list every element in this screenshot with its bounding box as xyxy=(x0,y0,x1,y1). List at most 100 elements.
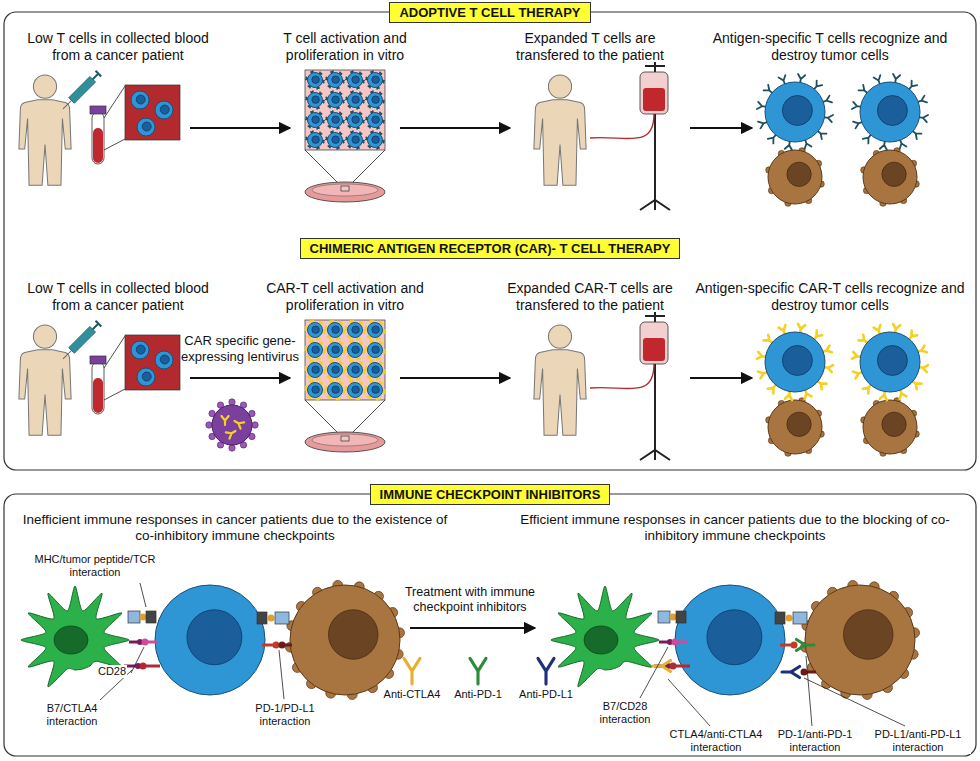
cell-nucleus xyxy=(372,116,380,124)
antibody-shape xyxy=(796,640,814,651)
cell-body xyxy=(131,91,149,109)
cell-body xyxy=(348,343,363,358)
interaction-label: B7/CD28 interaction xyxy=(589,700,661,726)
receptor xyxy=(226,428,237,439)
pdl1-ligand-head xyxy=(279,642,286,649)
cell-nucleus xyxy=(332,76,340,84)
cell-nucleus xyxy=(332,386,340,394)
cell-body xyxy=(768,400,822,454)
cell-nucleus xyxy=(372,386,380,394)
virus-spike xyxy=(206,422,212,428)
step-caption: Antigen-specific T cells recognize and d… xyxy=(690,30,970,64)
tumor-peptide xyxy=(268,615,275,622)
cell-body xyxy=(368,93,383,108)
cell-body xyxy=(368,113,383,128)
cell-body xyxy=(768,150,822,204)
t-cell xyxy=(306,131,324,149)
blood-inset xyxy=(125,335,180,390)
antibody-shape xyxy=(404,658,420,684)
cell-body xyxy=(863,400,917,454)
leader-line xyxy=(305,400,341,436)
plunger xyxy=(93,324,99,330)
interaction-label: PD-1/PD-L1 interaction xyxy=(244,702,326,728)
mhc-molecule xyxy=(658,611,670,623)
t-cell xyxy=(305,361,324,380)
t-cell xyxy=(345,361,364,380)
culture-inset xyxy=(305,320,385,400)
t-cell xyxy=(306,111,324,129)
tumor-cell xyxy=(861,398,920,457)
car-gene xyxy=(226,428,237,439)
leader-line xyxy=(140,583,146,607)
t-cell xyxy=(365,341,384,360)
process-arrow xyxy=(190,377,290,379)
sample-window xyxy=(341,186,349,191)
cell-body xyxy=(348,383,363,398)
interaction-label: CTLA4/anti-CTLA4 interaction xyxy=(663,728,769,754)
cell-nucleus xyxy=(332,136,340,144)
t-cell xyxy=(346,71,364,89)
process-arrow xyxy=(190,127,290,129)
t-cell xyxy=(131,91,149,109)
t-cell xyxy=(366,91,384,109)
drug-label: Anti-CTLA4 xyxy=(383,688,442,701)
antibody-symbol xyxy=(538,658,554,684)
panel-frame xyxy=(4,494,976,756)
leader-line xyxy=(349,400,385,436)
cell-nucleus xyxy=(187,610,242,665)
t-cell xyxy=(326,71,344,89)
cell-body xyxy=(348,323,363,338)
cell-body xyxy=(328,93,343,108)
vector-caption: CAR specific gene-expressing lentivirus xyxy=(176,333,304,364)
t-cell xyxy=(326,111,344,129)
tumor-peptide xyxy=(140,614,147,621)
cell-body xyxy=(551,586,659,687)
pd1-receptor-head xyxy=(791,642,798,649)
head xyxy=(548,325,571,348)
t-cell xyxy=(326,91,344,109)
interaction-label: MHC/tumor peptide/TCR interaction xyxy=(24,553,166,579)
cell-nucleus xyxy=(782,96,812,126)
cell-nucleus xyxy=(312,116,320,124)
iv-cells xyxy=(643,88,665,111)
t-cell xyxy=(137,368,155,386)
t-cell xyxy=(306,91,324,109)
cell-body xyxy=(308,323,323,338)
cell-nucleus xyxy=(332,116,340,124)
iv-bag xyxy=(640,322,668,364)
t-cell xyxy=(675,585,785,695)
cell-nucleus xyxy=(312,96,320,104)
cell-body xyxy=(328,323,343,338)
head xyxy=(33,75,56,98)
cell-nucleus xyxy=(312,366,320,374)
step-caption: T cell activation and proliferation in v… xyxy=(260,30,430,64)
dendritic-cell xyxy=(21,586,129,687)
t-cell xyxy=(305,321,324,340)
cell-nucleus xyxy=(352,366,360,374)
ctla4-receptor-head xyxy=(670,663,677,670)
patient-figure xyxy=(534,75,586,185)
cell-nucleus xyxy=(332,346,340,354)
pd1-receptor-head xyxy=(273,642,280,649)
virus-spike xyxy=(229,399,235,405)
tcr-receptor xyxy=(146,611,156,623)
cell-body xyxy=(328,113,343,128)
cell-body xyxy=(308,93,323,108)
cell-body xyxy=(675,585,785,695)
t-cell xyxy=(757,74,833,150)
mhc-molecule xyxy=(275,612,289,624)
cell-body xyxy=(308,133,323,148)
section-title-box: ADOPTIVE T CELL THERAPY xyxy=(389,2,590,23)
syringe-barrel xyxy=(69,76,96,103)
petri-dish xyxy=(305,182,385,202)
tumor-cell xyxy=(285,580,404,699)
t-cell xyxy=(325,361,344,380)
cell-nucleus xyxy=(329,610,379,660)
cell-nucleus xyxy=(877,96,907,126)
step-caption: Antigen-specific CAR-T cells recognize a… xyxy=(690,280,970,314)
treatment-caption: Treatment with immune checkpoint inhibit… xyxy=(395,585,545,615)
plunger xyxy=(93,74,99,80)
t-cell xyxy=(325,381,344,400)
state-caption: Efficient immune responses in cancer pat… xyxy=(515,512,955,544)
tube-cap xyxy=(90,106,106,114)
